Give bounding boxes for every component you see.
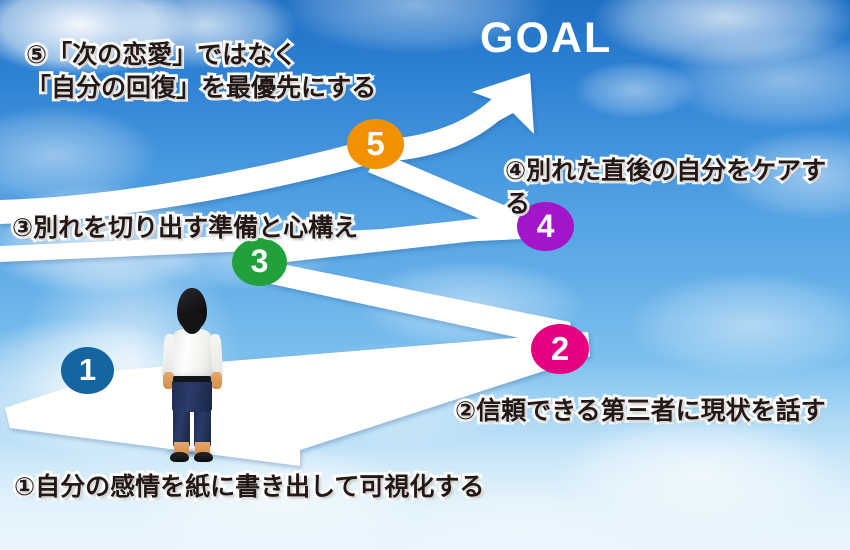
step-number-5: 5 <box>366 124 385 162</box>
step-caption-5: ⑤「次の恋愛」ではなく 「自分の回復」を最優先にする <box>23 37 379 105</box>
step-circle-2[interactable]: 2 <box>531 324 589 374</box>
step-circle-4[interactable]: 4 <box>517 202 574 251</box>
step-circle-3[interactable]: 3 <box>232 238 287 286</box>
person-figure <box>150 288 234 462</box>
step-caption-4: ④別れた直後の自分をケアする <box>502 153 829 221</box>
person-top <box>169 329 215 381</box>
step-caption-2: ②信頼できる第三者に現状を話す <box>452 393 828 428</box>
step-number-3: 3 <box>250 243 269 279</box>
person-belt <box>173 376 211 382</box>
step-caption-1: ①自分の感情を紙に書き出して可視化する <box>11 469 487 504</box>
step-number-2: 2 <box>550 329 570 367</box>
step-circle-5[interactable]: 5 <box>347 119 404 169</box>
step-caption-3: ③別れを切り出す準備と心構え <box>9 210 361 245</box>
path-segment-2-to-3 <box>252 258 575 350</box>
path-segment-1-to-2 <box>5 332 590 466</box>
path-arrow-tail <box>0 138 378 224</box>
person-hips <box>172 378 212 412</box>
person-shadow <box>158 446 224 459</box>
step-circle-1[interactable]: 1 <box>61 347 114 394</box>
goal-label: GOAL <box>480 14 613 62</box>
step-number-1: 1 <box>78 352 97 387</box>
path-segment-4-to-5 <box>368 152 548 244</box>
person-shoe-right <box>194 452 213 462</box>
person-shoe-left <box>170 452 189 462</box>
step-number-4: 4 <box>536 207 555 244</box>
arrow-head <box>472 73 534 134</box>
path-arrow-shaft <box>372 92 516 162</box>
person-hand-right <box>211 372 222 389</box>
